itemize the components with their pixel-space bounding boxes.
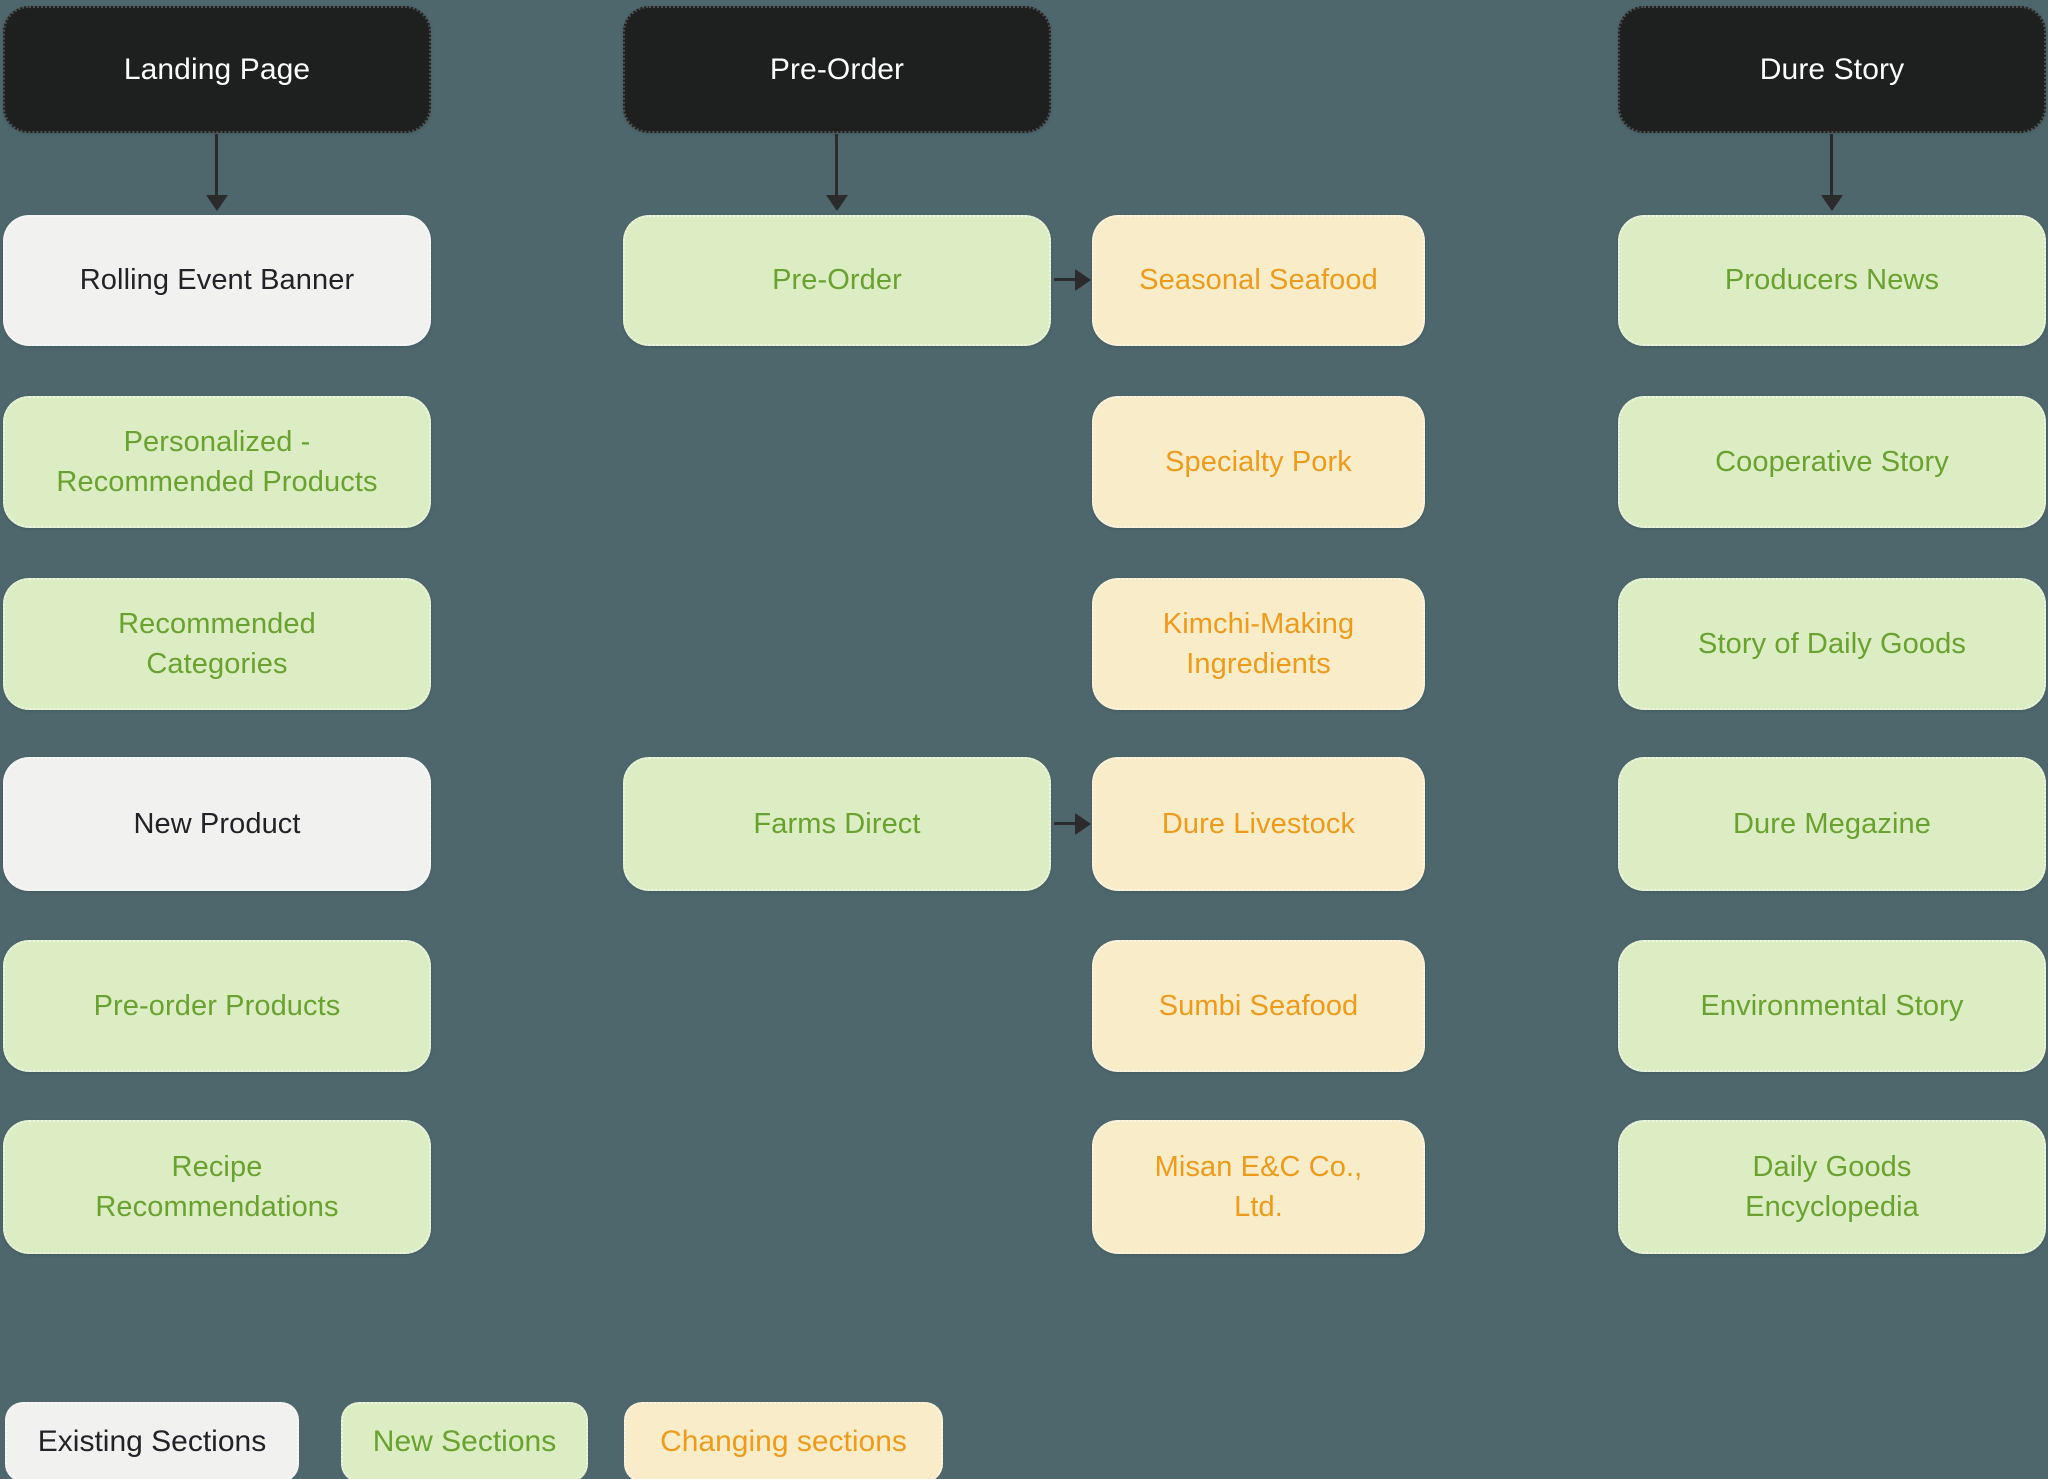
node-rolling-event-banner: Rolling Event Banner: [3, 215, 431, 346]
node-environmental-story: Environmental Story: [1618, 940, 2046, 1072]
node-story-of-daily-goods: Story of Daily Goods: [1618, 578, 2046, 710]
legend-changing-sections: Changing sections: [624, 1402, 943, 1479]
node-recommended-categories: Recommended Categories: [3, 578, 431, 710]
node-dure-megazine: Dure Megazine: [1618, 757, 2046, 891]
node-cooperative-story: Cooperative Story: [1618, 396, 2046, 528]
node-daily-goods-encyclopedia: Daily Goods Encyclopedia: [1618, 1120, 2046, 1254]
node-pre-order: Pre-Order: [623, 215, 1051, 346]
node-pre-order-products: Pre-order Products: [3, 940, 431, 1072]
arrow-right-farms-direct-to-dure-livestock: [1054, 822, 1076, 825]
node-specialty-pork: Specialty Pork: [1092, 396, 1425, 528]
arrow-down-landing-page: [215, 134, 218, 196]
node-recipe-recommendations: Recipe Recommendations: [3, 1120, 431, 1254]
arrow-right-pre-order-to-seasonal-seafood: [1054, 278, 1076, 281]
column-header-landing-page: Landing Page: [3, 6, 431, 133]
node-seasonal-seafood: Seasonal Seafood: [1092, 215, 1425, 346]
node-dure-livestock: Dure Livestock: [1092, 757, 1425, 891]
node-personalized-recommended-products: Personalized - Recommended Products: [3, 396, 431, 528]
legend-new-sections: New Sections: [341, 1402, 588, 1479]
column-header-pre-order: Pre-Order: [623, 6, 1051, 133]
node-sumbi-seafood: Sumbi Seafood: [1092, 940, 1425, 1072]
node-misan-ec-co-ltd: Misan E&C Co., Ltd.: [1092, 1120, 1425, 1254]
arrow-down-dure-story: [1830, 134, 1833, 196]
node-kimchi-making-ingredients: Kimchi-Making Ingredients: [1092, 578, 1425, 710]
node-new-product: New Product: [3, 757, 431, 891]
legend-existing-sections: Existing Sections: [5, 1402, 299, 1479]
column-header-dure-story: Dure Story: [1618, 6, 2046, 133]
arrow-down-pre-order: [835, 134, 838, 196]
node-farms-direct: Farms Direct: [623, 757, 1051, 891]
node-producers-news: Producers News: [1618, 215, 2046, 346]
